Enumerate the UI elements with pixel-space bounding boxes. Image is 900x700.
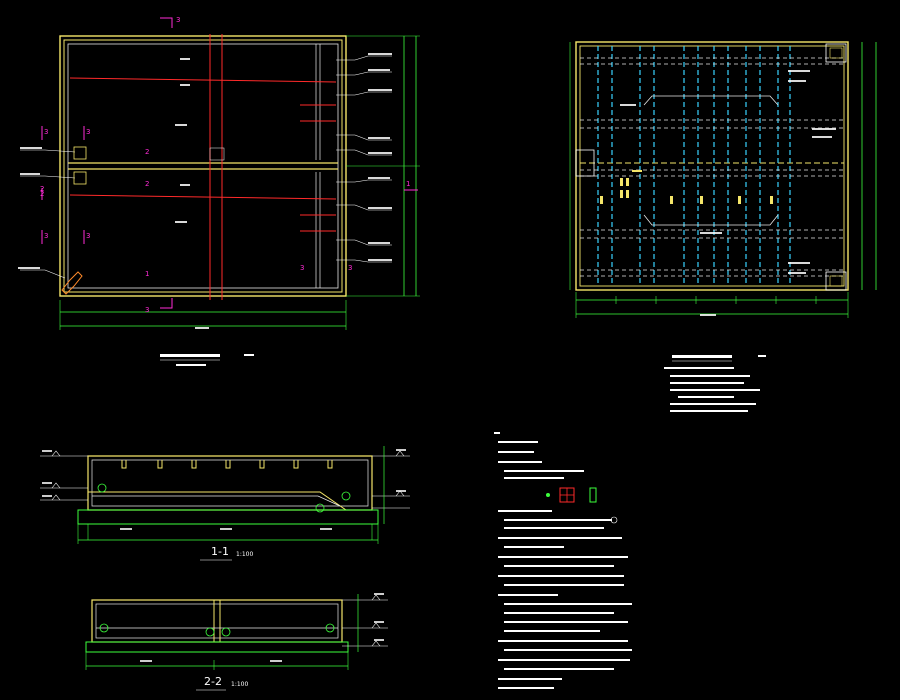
- section-1-1-scale: 1:100: [236, 551, 254, 558]
- section-2-2-title: 2-2: [204, 675, 222, 688]
- section-marker-2-left: 2: [40, 185, 45, 193]
- svg-text:3: 3: [145, 306, 149, 314]
- right-plan-notes: [664, 355, 766, 412]
- svg-text:2: 2: [145, 180, 149, 188]
- svg-text:1: 1: [145, 270, 149, 278]
- svg-text:2: 2: [145, 148, 149, 156]
- section-1-1-view: [40, 446, 410, 561]
- section-1-1-title: 1-1: [211, 545, 229, 558]
- section-2-2-view: [85, 593, 388, 691]
- svg-text:3: 3: [44, 232, 48, 240]
- section-marker-1-right: 1: [406, 180, 411, 188]
- svg-text:2: 2: [40, 190, 44, 198]
- general-notes-block: [494, 432, 632, 689]
- section-marker-3-top: 3: [176, 16, 181, 24]
- section-2-2-scale: 1:100: [231, 681, 249, 688]
- svg-text:3: 3: [86, 232, 90, 240]
- svg-text:3: 3: [300, 264, 304, 272]
- right-plan-view: [569, 41, 877, 318]
- svg-text:3: 3: [348, 264, 352, 272]
- svg-text:3: 3: [86, 128, 90, 136]
- svg-text:3: 3: [44, 128, 48, 136]
- left-plan-title: [160, 354, 254, 366]
